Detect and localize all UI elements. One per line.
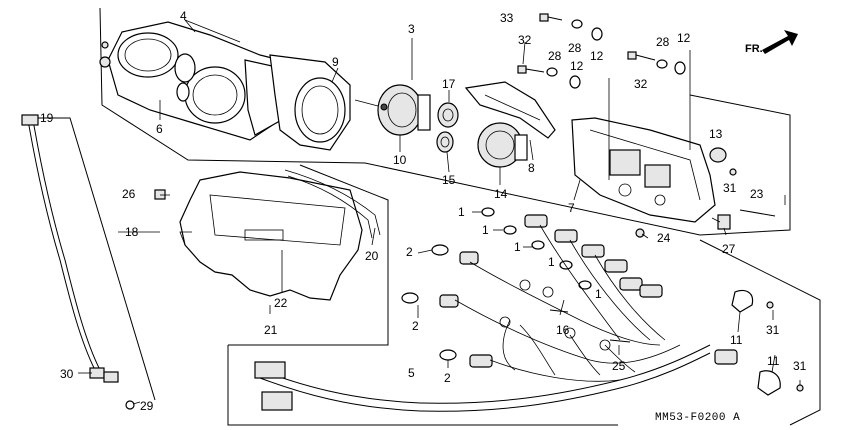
callout-5: 5 [408,366,415,380]
indicator-panel-part-8 [464,81,556,139]
callout-32-a: 32 [518,33,532,47]
wire-harness-part-5 [259,224,711,412]
callout-1-e: 1 [595,287,602,301]
callout-28-b: 28 [548,49,562,63]
tachometer-part-10 [354,84,431,136]
callout-24: 24 [657,231,671,245]
upper-assembly-outline [99,7,791,236]
cable-end-part-30 [89,367,119,383]
callout-17: 17 [442,77,456,91]
callout-4: 4 [180,9,187,23]
front-direction-arrow: FR. [745,30,798,55]
callout-8: 8 [528,161,535,175]
callout-10: 10 [393,153,407,167]
callout-31-c: 31 [793,359,807,373]
callout-25: 25 [612,359,626,373]
callout-3: 3 [408,22,415,36]
callout-2-c: 2 [444,371,451,385]
meter-case-part-6 [99,21,306,141]
callout-12-b: 12 [570,59,584,73]
lower-cover-part-21 [179,171,363,301]
direction-label: FR. [745,43,763,55]
callout-19: 19 [40,111,54,125]
callout-28-c: 28 [656,35,670,49]
callout-26: 26 [122,187,136,201]
grommet-part-13 [709,147,727,163]
leader-lines [60,19,801,405]
callout-16: 16 [556,323,570,337]
screw-part-33 [539,13,563,22]
callout-1-a: 1 [458,205,465,219]
callout-20: 20 [365,249,379,263]
callout-9: 9 [332,55,339,69]
callout-2-b: 2 [412,319,419,333]
socket-part-15 [436,131,454,153]
meter-lower-case-part-7 [571,117,716,223]
callout-21: 21 [264,323,278,337]
callout-1-b: 1 [482,223,489,237]
callout-27: 27 [722,242,736,256]
callout-18: 18 [125,225,139,239]
callout-2-a: 2 [406,245,413,259]
speedometer-cable-part-18 [21,114,101,371]
sockets-cluster [439,214,738,368]
callout-1-d: 1 [548,255,555,269]
callout-28-a: 28 [568,41,582,55]
bolt-part-32 [517,51,656,74]
callout-31-a: 31 [723,181,737,195]
callout-30: 30 [60,367,74,381]
harness-box-outline [227,345,618,426]
gauge-unit-part-14 [477,122,528,168]
callout-11-a: 11 [730,333,743,347]
callout-7: 7 [568,201,575,215]
callout-22: 22 [274,296,288,310]
diagram-code: MM53-F0200 A [655,412,740,424]
callout-33: 33 [500,11,514,25]
callout-6: 6 [156,122,163,136]
screw-parts-31-23-24-16-25 [549,168,804,392]
callout-labels: 4 3 9 6 10 17 15 14 8 7 33 28 12 32 28 1… [40,9,807,413]
socket-part-17 [437,102,459,128]
meter-panel-part-9 [269,54,351,151]
connector-block [254,361,293,411]
callout-12-a: 12 [590,49,604,63]
callout-12-c: 12 [677,31,691,45]
callout-23: 23 [750,187,764,201]
callout-15: 15 [442,173,456,187]
washer-part-29 [125,400,135,410]
washer-part-28 [546,19,668,77]
bulb-part-1 [481,207,592,290]
callout-11-b: 11 [767,354,780,368]
callout-13: 13 [709,127,723,141]
screw-part-26 [154,189,166,200]
cable-bracket-lines [38,117,156,401]
clamp-part-11 [731,289,781,396]
callout-14: 14 [494,187,508,201]
callout-29: 29 [140,399,154,413]
callout-32-b: 32 [634,77,648,91]
nut-part-12 [569,27,686,89]
lower-harness-outline [228,164,389,346]
bulb-part-2 [401,244,457,361]
callout-31-b: 31 [766,323,780,337]
right-box-outline [699,239,821,426]
seal-strip-part-20 [284,169,381,236]
callout-1-c: 1 [514,240,521,254]
